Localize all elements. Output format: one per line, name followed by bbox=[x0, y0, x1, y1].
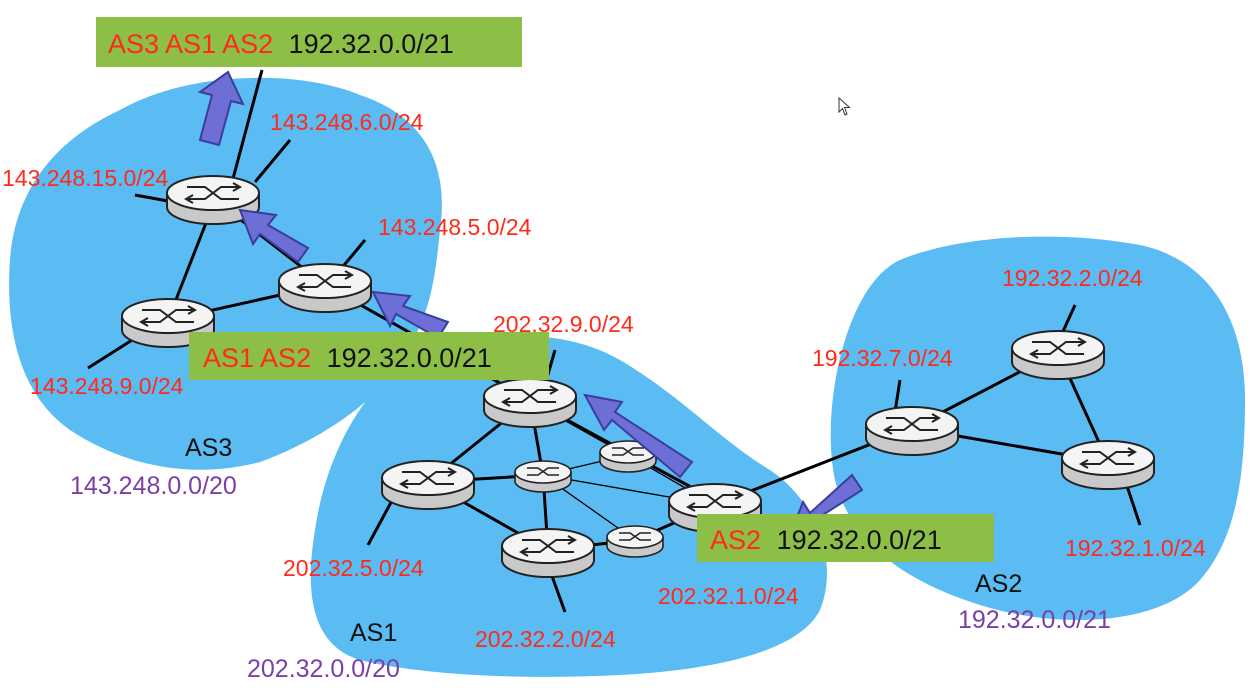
banner-as-path: AS2 bbox=[710, 525, 761, 555]
as1-cloud bbox=[310, 335, 827, 677]
subnet-label: 192.32.1.0/24 bbox=[1065, 535, 1206, 561]
svg-text:AS1 AS2 192.32.0.0/21: AS1 AS2 192.32.0.0/21 bbox=[203, 343, 492, 373]
subnet-label: 143.248.5.0/24 bbox=[378, 214, 532, 240]
subnet-label: 143.248.6.0/24 bbox=[270, 109, 424, 135]
router-icon bbox=[483, 378, 577, 428]
subnet-label: 202.32.2.0/24 bbox=[475, 626, 616, 652]
router-icon bbox=[501, 528, 595, 578]
subnet-label: 143.248.15.0/24 bbox=[2, 165, 168, 191]
subnet-label: 202.32.5.0/24 bbox=[283, 555, 424, 581]
as-prefix: 202.32.0.0/20 bbox=[247, 655, 400, 683]
as-name: AS2 bbox=[975, 570, 1022, 598]
advertisement-arrow-icon bbox=[238, 208, 310, 264]
banner-as-path: AS1 AS2 bbox=[203, 343, 311, 373]
subnet-label: 192.32.2.0/24 bbox=[1002, 265, 1143, 291]
router-icon bbox=[1011, 330, 1105, 380]
subnet-label: 202.32.9.0/24 bbox=[493, 311, 634, 337]
subnet-label: 202.32.1.0/24 bbox=[658, 583, 799, 609]
as-prefix: 143.248.0.0/20 bbox=[70, 472, 237, 500]
svg-text:AS2 192.32.0.0/21: AS2 192.32.0.0/21 bbox=[710, 525, 942, 555]
route-banner-as2: AS2 192.32.0.0/21 bbox=[697, 514, 994, 562]
banner-prefix: 192.32.0.0/21 bbox=[289, 29, 454, 59]
advertisement-arrow-icon bbox=[197, 70, 245, 147]
router-icon bbox=[381, 460, 475, 510]
as-name: AS3 bbox=[185, 434, 232, 462]
advertisement-arrow-icon bbox=[583, 393, 694, 479]
subnet-label: 143.248.9.0/24 bbox=[30, 373, 184, 399]
route-banner-as3: AS3 AS1 AS2 192.32.0.0/21 bbox=[96, 17, 522, 67]
router-icon bbox=[865, 406, 959, 456]
subnet-label: 192.32.7.0/24 bbox=[812, 345, 953, 371]
banner-prefix: 192.32.0.0/21 bbox=[327, 343, 492, 373]
router-icon bbox=[514, 460, 572, 493]
router-icon bbox=[278, 263, 372, 313]
as-name: AS1 bbox=[350, 619, 397, 647]
router-icon bbox=[606, 525, 664, 558]
as-prefix: 192.32.0.0/21 bbox=[958, 606, 1111, 634]
svg-text:AS3 AS1 AS2 192.32.0.0/2: AS3 AS1 AS2 192.32.0.0/21 bbox=[108, 29, 454, 59]
router-icon bbox=[1061, 440, 1155, 490]
mouse-cursor-icon bbox=[838, 97, 851, 116]
banner-prefix: 192.32.0.0/21 bbox=[777, 525, 942, 555]
route-banner-as1: AS1 AS2 192.32.0.0/21 bbox=[189, 332, 549, 380]
banner-as-path: AS3 AS1 AS2 bbox=[108, 29, 273, 59]
